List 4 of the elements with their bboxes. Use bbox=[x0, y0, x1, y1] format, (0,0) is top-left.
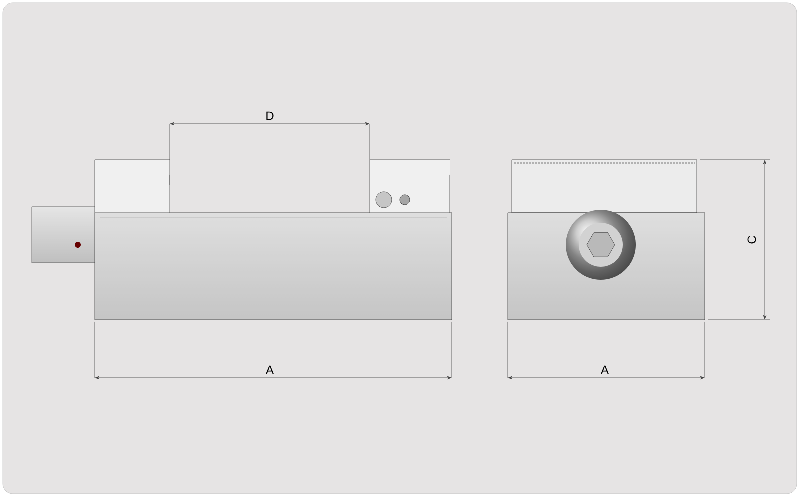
dimension-label: D bbox=[266, 112, 274, 120]
dimension-label: A bbox=[601, 366, 609, 374]
dimension-label: A bbox=[266, 366, 274, 374]
dimension-label: C bbox=[748, 236, 756, 244]
